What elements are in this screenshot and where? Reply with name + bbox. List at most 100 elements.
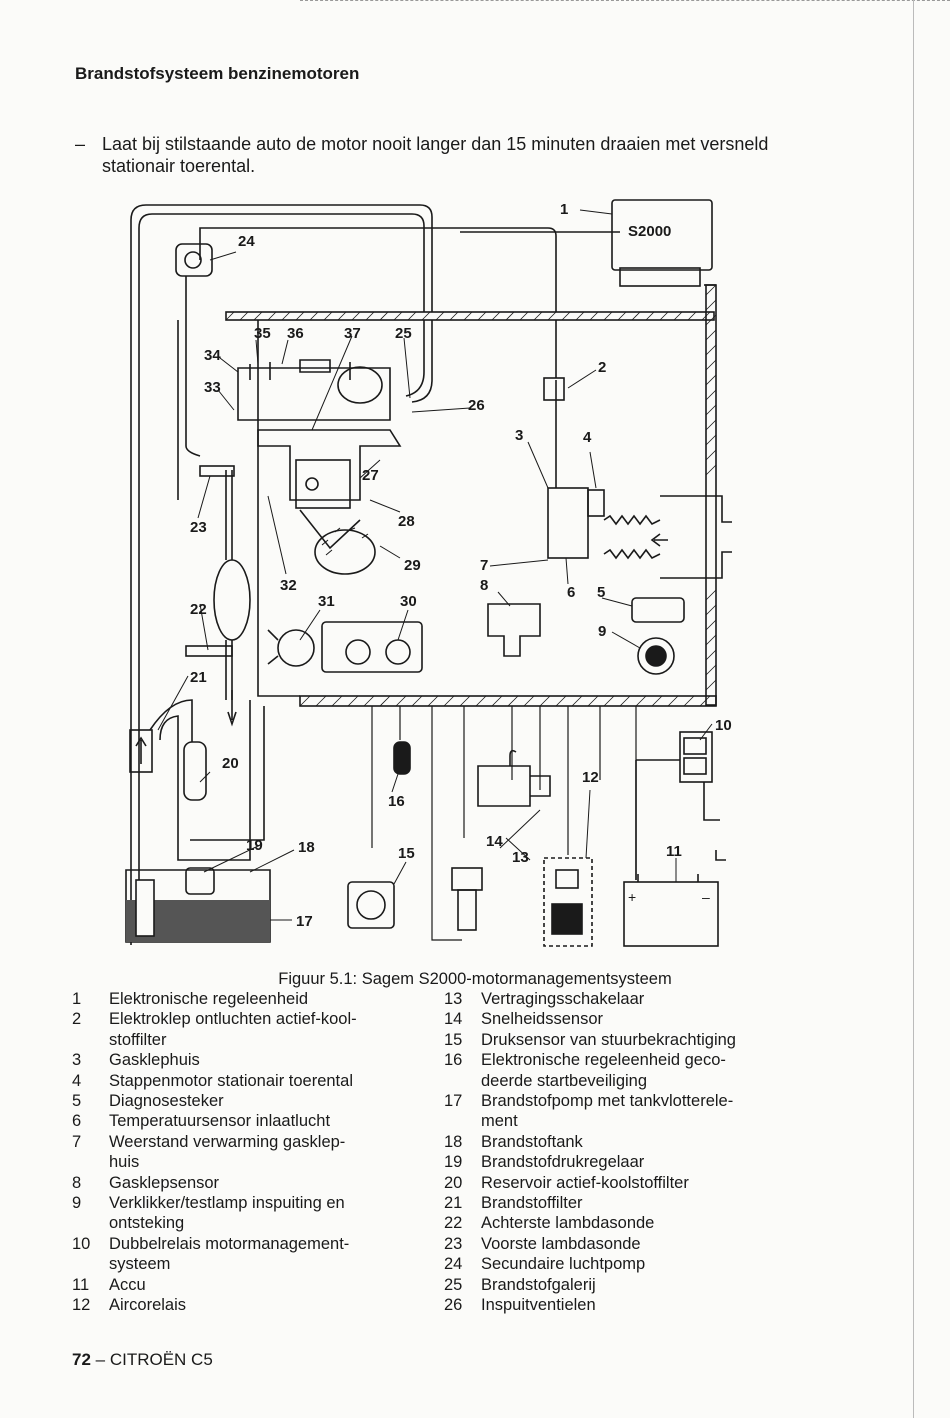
callout-10: 10 — [715, 717, 732, 734]
legend-number: 24 — [444, 1255, 463, 1274]
legend-number: 16 — [444, 1051, 463, 1070]
legend-text: Stappenmotor stationair toerental — [109, 1071, 353, 1090]
legend-number: 4 — [72, 1071, 82, 1090]
fuel-pump — [135, 879, 155, 937]
callout-1: 1 — [560, 201, 568, 218]
legend-text: ontsteking — [109, 1214, 185, 1233]
figure-caption: Figuur 5.1: Sagem S2000-motormanagements… — [278, 970, 672, 988]
callout-11: 11 — [666, 843, 682, 860]
instrument-cluster — [321, 621, 423, 673]
instruction-bullet: – Laat bij stilstaande auto de motor noo… — [75, 133, 805, 177]
legend-text: Elektronische regeleenheid geco- — [481, 1051, 726, 1070]
front-lambda — [199, 465, 235, 477]
legend-number: 9 — [72, 1194, 82, 1213]
callout-8: 8 — [480, 577, 488, 594]
callout-28: 28 — [398, 513, 415, 530]
exhaust-arrow — [227, 690, 237, 727]
legend-item: ontsteking — [72, 1213, 432, 1233]
bullet-text: Laat bij stilstaande auto de motor nooit… — [102, 134, 769, 176]
callout-15: 15 — [398, 845, 415, 862]
legend-number — [72, 1030, 109, 1050]
pressure-regulator — [185, 867, 215, 895]
double-relay — [679, 731, 713, 783]
callout-16: 16 — [388, 793, 405, 810]
callout-31: 31 — [318, 593, 335, 610]
steering-pressure-sensor — [347, 881, 395, 929]
legend-text: Brandstofgalerij — [481, 1275, 596, 1294]
page-edge-rule — [913, 0, 914, 1418]
legend-text: Weerstand verwarming gasklep- — [109, 1132, 346, 1151]
callout-32: 32 — [280, 577, 297, 594]
legend-number: 21 — [444, 1194, 463, 1213]
secondary-air-pump — [175, 243, 213, 277]
legend-text: ment — [481, 1112, 518, 1131]
legend-number: 17 — [444, 1092, 463, 1111]
legend-text: Achterste lambdasonde — [481, 1214, 655, 1233]
legend-text: Brandstofdrukregelaar — [481, 1153, 645, 1172]
legend-number: 10 — [72, 1234, 91, 1253]
callout-30: 30 — [400, 593, 417, 610]
legend-number: 6 — [72, 1112, 82, 1131]
callout-3: 3 — [515, 427, 523, 444]
legend-text: systeem — [109, 1255, 171, 1274]
callout-22: 22 — [190, 601, 207, 618]
battery-minus: – — [702, 889, 710, 905]
legend-text: Reservoir actief-koolstoffilter — [481, 1173, 689, 1192]
legend-text: Gasklepsensor — [109, 1173, 220, 1192]
legend-text: deerde startbeveiliging — [481, 1071, 648, 1090]
bulkhead-top — [225, 311, 715, 321]
legend-number: 2 — [72, 1010, 82, 1029]
legend-item: deerde startbeveiliging — [444, 1071, 804, 1091]
callout-14: 14 — [486, 833, 503, 850]
page-footer: 72 – CITROËN C5 — [72, 1350, 213, 1370]
battery-plus: + — [628, 889, 636, 905]
callout-18: 18 — [298, 839, 315, 856]
immobiliser-key — [393, 741, 411, 775]
callout-17: 17 — [296, 913, 313, 930]
legend-number: 13 — [444, 990, 463, 1008]
legend-number: 26 — [444, 1296, 463, 1315]
legend-text: Accu — [109, 1275, 146, 1294]
footer-separator: – — [90, 1350, 110, 1369]
legend-number: 19 — [444, 1153, 463, 1172]
bulkhead-right — [705, 284, 717, 706]
legend-item: 16 Elektronische regeleenheid geco- — [444, 1050, 804, 1070]
callout-26: 26 — [468, 397, 485, 414]
legend-item: stoffilter — [72, 1030, 432, 1050]
legend-number — [72, 1254, 109, 1274]
legend-number: 7 — [72, 1132, 82, 1151]
legend-item: huis — [72, 1152, 432, 1172]
callout-21: 21 — [190, 669, 207, 686]
cylinder-head — [257, 429, 402, 501]
callout-19: 19 — [246, 837, 263, 854]
legend-number — [72, 1213, 109, 1233]
legend-number: 23 — [444, 1234, 463, 1253]
callout-33: 33 — [204, 379, 221, 396]
air-duct — [660, 495, 732, 579]
flywheel — [314, 529, 376, 575]
legend-text: stoffilter — [109, 1030, 167, 1049]
legend-number: 8 — [72, 1173, 82, 1192]
legend-text: Snelheidssensor — [481, 1010, 603, 1029]
legend-number: 11 — [72, 1275, 90, 1294]
intake-manifold — [237, 367, 391, 421]
callout-12: 12 — [582, 769, 599, 786]
delay-switch — [451, 867, 483, 891]
legend-item: 4 Stappenmotor stationair toerental — [72, 1071, 432, 1091]
callout-5: 5 — [597, 584, 605, 601]
legend-number: 18 — [444, 1132, 463, 1151]
bullet-dash: – — [75, 134, 86, 154]
